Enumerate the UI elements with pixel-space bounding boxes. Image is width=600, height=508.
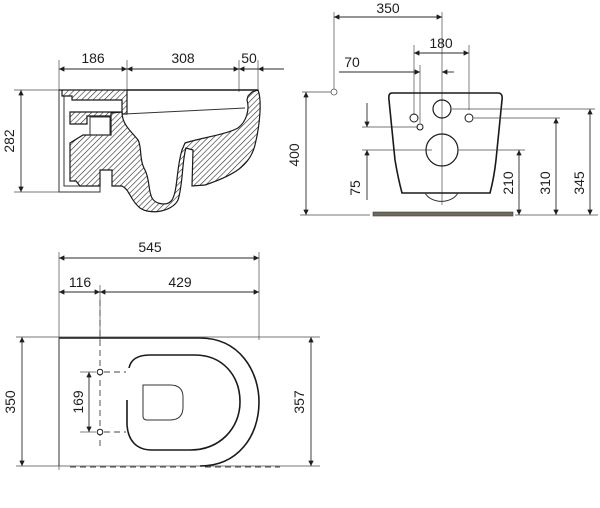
label-282: 282: [1, 129, 17, 153]
label-169: 169: [70, 390, 86, 414]
inlet-channel: [89, 116, 111, 136]
label-345: 345: [571, 171, 587, 195]
label-210: 210: [500, 171, 516, 195]
label-50: 50: [241, 50, 257, 66]
rear-body-outline: [388, 92, 503, 194]
label-350-rear: 350: [376, 0, 400, 16]
label-75: 75: [347, 180, 363, 196]
bowl-outer-outline: [59, 337, 260, 467]
bowl-section: [69, 89, 261, 213]
label-310: 310: [537, 171, 553, 195]
reference-point: [330, 88, 338, 96]
rear-view: 350 180 70 400 75: [286, 0, 598, 217]
label-308: 308: [171, 50, 195, 66]
label-70: 70: [344, 54, 360, 70]
label-350-top: 350: [2, 390, 18, 414]
water-line: [123, 107, 246, 115]
label-357: 357: [291, 390, 307, 414]
label-429: 429: [168, 274, 192, 290]
hinge-hole-bottom: [96, 428, 104, 436]
label-186: 186: [81, 50, 105, 66]
floor-bar: [372, 211, 514, 217]
seat-opening-outline: [126, 354, 241, 451]
label-180: 180: [429, 35, 453, 51]
fixing-hole-left: [409, 113, 419, 123]
small-hole: [416, 123, 424, 131]
top-view: 545 116 429 350 357 169: [2, 239, 320, 470]
outlet-bottom: [424, 192, 459, 202]
hinge-hole-top: [96, 368, 104, 376]
bowl-inner-outline: [142, 384, 184, 421]
side-view: 186 308 50 282: [1, 50, 284, 213]
label-400: 400: [286, 143, 302, 167]
inlet-hole: [432, 99, 452, 119]
label-116: 116: [69, 274, 92, 290]
fixing-hole-right: [464, 113, 474, 123]
rear-rim-section: [59, 89, 128, 115]
label-545: 545: [138, 239, 162, 255]
